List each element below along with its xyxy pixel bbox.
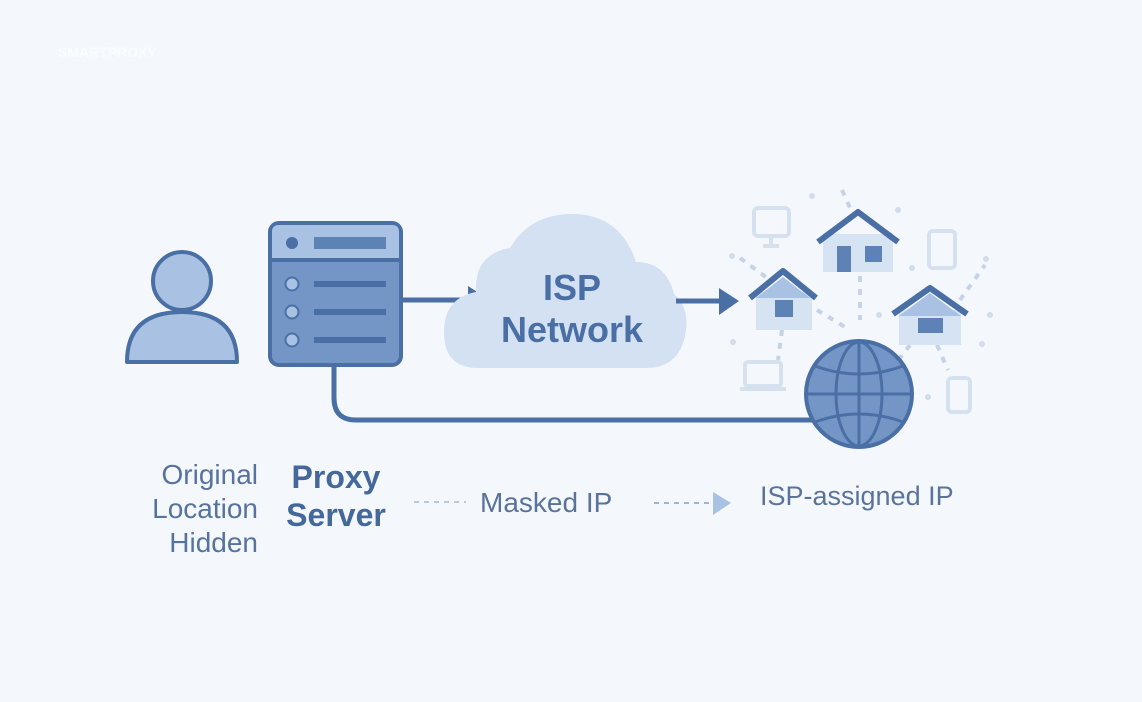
monitor-icon (752, 206, 791, 248)
cloud-icon (444, 214, 687, 368)
arrow-to-homes (676, 288, 739, 315)
label-line: Original (161, 459, 258, 490)
cloud-label-line1: ISP (543, 267, 601, 308)
return-connector-line (331, 365, 820, 423)
masked-ip-label: Masked IP (480, 487, 613, 518)
laptop-icon (740, 360, 786, 391)
isp-assigned-ip-label: ISP-assigned IP (760, 481, 954, 511)
label-line: Location (152, 493, 258, 524)
house-icon (891, 285, 969, 345)
proxy-server-label: Proxy Server (266, 458, 406, 534)
label-line: Hidden (169, 527, 258, 558)
phone-icon (946, 376, 972, 414)
label-line: Server (286, 497, 386, 533)
user-icon (125, 250, 239, 364)
house-icon (816, 209, 900, 272)
label-line: Proxy (291, 459, 381, 495)
tablet-icon (927, 229, 957, 270)
network-dashes (738, 189, 987, 371)
masked-arrow-head (713, 492, 731, 515)
cloud-label-line2: Network (501, 309, 644, 350)
watermark-logo: SMARTPROXY (58, 44, 157, 60)
house-icon (748, 268, 818, 330)
server-icon (268, 221, 403, 367)
network-dots (729, 193, 993, 400)
globe-icon (804, 339, 914, 449)
original-location-label: Original Location Hidden (100, 458, 258, 560)
